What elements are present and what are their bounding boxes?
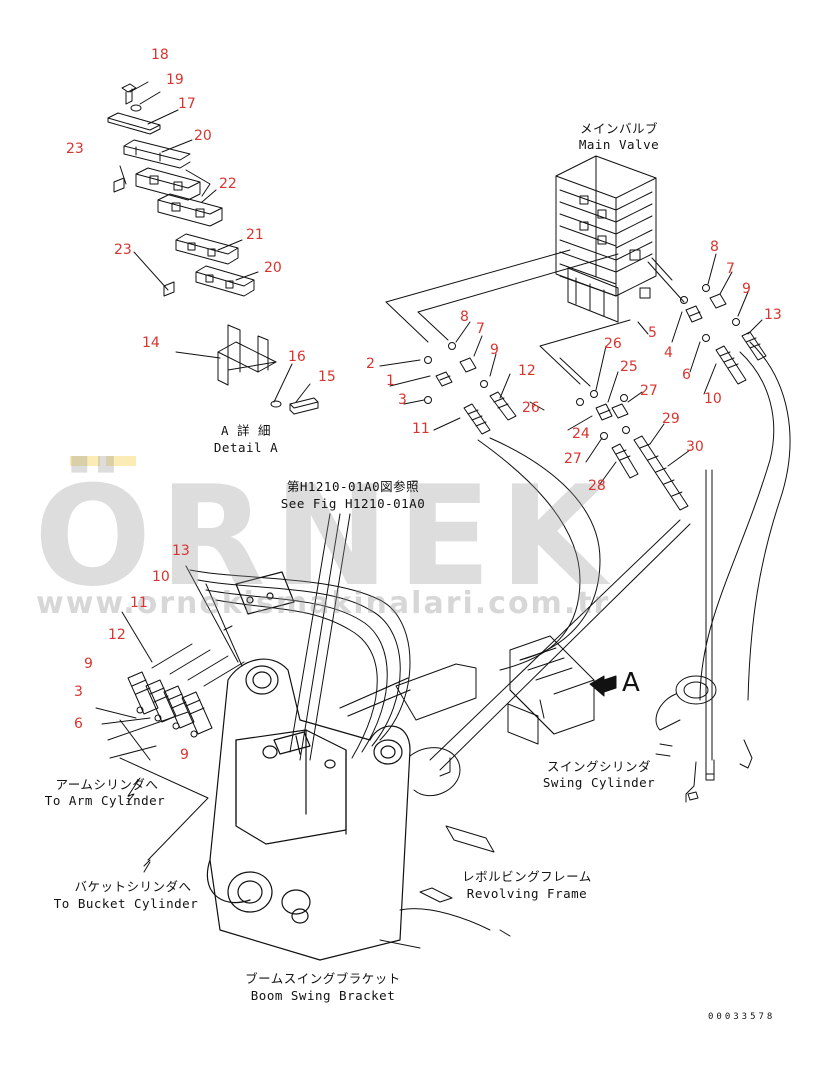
figure-code: 00033578 (708, 1012, 776, 1022)
see-fig-label-jp: 第H1210-01A0図参照 (286, 479, 420, 494)
swing-cylinder-label-jp: スイングシリンダ (546, 759, 651, 774)
swivel-block (507, 635, 595, 745)
arm-cylinder-label-jp: アームシリンダへ (55, 777, 159, 792)
callout-9: 9 (180, 747, 189, 763)
swing-cylinder-drawing (655, 675, 753, 803)
revolving-frame-label-jp: レボルビングフレーム (462, 869, 592, 884)
callout-2: 2 (366, 356, 375, 372)
callout-12: 12 (108, 627, 126, 643)
callout-11: 11 (130, 595, 148, 611)
callout-6: 6 (682, 367, 691, 383)
bucket-cylinder-label-en: To Bucket Cylinder (53, 896, 199, 911)
callout-10: 10 (152, 569, 170, 585)
callout-10: 10 (704, 391, 722, 407)
callout-6: 6 (74, 716, 83, 732)
callout-29: 29 (662, 411, 680, 427)
callout-8: 8 (460, 309, 469, 325)
callout-19: 19 (166, 72, 184, 88)
callout-27: 27 (640, 383, 658, 399)
callout-8: 8 (710, 239, 719, 255)
callout-3: 3 (74, 684, 83, 700)
callout-25: 25 (620, 359, 638, 375)
callout-26: 26 (522, 400, 540, 416)
callout-13: 13 (172, 543, 190, 559)
arm-bucket-fittings (95, 565, 243, 873)
callout-28: 28 (588, 478, 606, 494)
callout-13: 13 (764, 307, 782, 323)
callout-9: 9 (742, 281, 751, 297)
callout-11: 11 (412, 421, 430, 437)
callout-23: 23 (114, 242, 132, 258)
boom-swing-bracket (206, 571, 411, 961)
swing-cylinder-label-en: Swing Cylinder (542, 775, 656, 790)
callout-18: 18 (151, 47, 169, 63)
main-valve-label-en: Main Valve (578, 137, 660, 152)
bucket-cylinder-label-jp: バケットシリンダへ (74, 879, 192, 894)
boom-swing-bracket-label-jp: ブームスイングブラケット (245, 971, 401, 986)
callout-20: 20 (194, 128, 212, 144)
watermark-dot-left (70, 456, 100, 466)
view-a-arrow (589, 675, 617, 697)
detail-a-clamp-stack (107, 81, 319, 415)
callout-5: 5 (648, 325, 657, 341)
callout-27: 27 (564, 451, 582, 467)
pipe-runs (151, 249, 791, 771)
callout-16: 16 (288, 349, 306, 365)
callout-1: 1 (386, 373, 395, 389)
callout-9: 9 (84, 656, 93, 672)
callout-12: 12 (518, 363, 536, 379)
callout-20: 20 (264, 260, 282, 276)
boom-swing-bracket-label-en: Boom Swing Bracket (250, 988, 396, 1003)
revolving-frame-label-en: Revolving Frame (466, 886, 588, 901)
detail-a-label-jp: A 詳 細 (220, 423, 272, 438)
callout-22: 22 (219, 176, 237, 192)
callout-7: 7 (726, 261, 735, 277)
callout-24: 24 (572, 426, 590, 442)
see-fig-label-en: See Fig H1210-01A0 (280, 496, 426, 511)
main-valve-label-jp: メインバルブ (579, 121, 658, 136)
callout-26: 26 (604, 336, 622, 352)
callout-30: 30 (686, 439, 704, 455)
callout-15: 15 (318, 369, 336, 385)
watermark-dot-right (106, 456, 136, 466)
view-a-letter: A (622, 668, 640, 698)
revolving-frame (379, 663, 511, 949)
callout-14: 14 (142, 335, 160, 351)
callout-3: 3 (398, 392, 407, 408)
callout-17: 17 (178, 96, 196, 112)
watermark-url: www.ornekismakinalari.com.tr (36, 586, 611, 621)
arm-cylinder-label-en: To Arm Cylinder (44, 793, 166, 808)
watermark-word: ÖRNEK (34, 456, 615, 617)
valve-fittings (379, 253, 767, 511)
callout-4: 4 (664, 345, 673, 361)
callout-21: 21 (246, 227, 264, 243)
see-fig-leader (289, 513, 351, 761)
callout-23: 23 (66, 141, 84, 157)
main-valve-drawing (555, 155, 657, 323)
detail-a-label-en: Detail A (213, 440, 279, 455)
callout-9: 9 (490, 342, 499, 358)
callout-7: 7 (476, 321, 485, 337)
